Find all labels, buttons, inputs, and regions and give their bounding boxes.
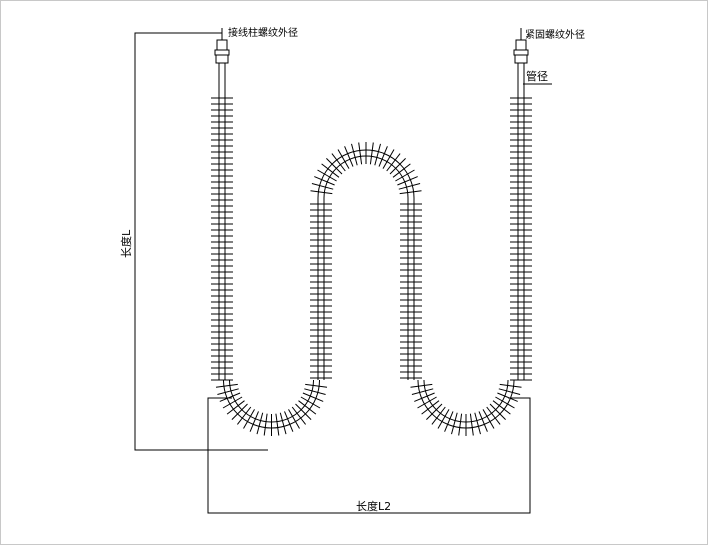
fin: [295, 403, 312, 420]
fin: [215, 383, 238, 388]
fin: [217, 388, 239, 395]
fin: [358, 142, 363, 165]
fin: [243, 409, 255, 429]
left-terminal-label: 接线柱螺纹外径: [228, 26, 298, 39]
fin: [326, 158, 343, 175]
fins: [211, 97, 532, 436]
fin: [279, 412, 287, 435]
fin: [314, 176, 335, 186]
length-l1-dimension-line: [134, 32, 268, 451]
fin: [256, 412, 264, 435]
fin: [275, 413, 280, 436]
fin: [344, 146, 354, 167]
fin: [497, 392, 518, 402]
fin: [458, 413, 463, 436]
tube-diameter-label: 管径: [526, 69, 548, 83]
length-l2-dimension-line: [207, 397, 531, 514]
fin: [305, 383, 328, 388]
fin: [374, 143, 381, 166]
right-terminal-label: 紧固螺纹外径: [525, 28, 585, 41]
fin: [469, 413, 474, 436]
fin: [397, 176, 418, 186]
fin: [474, 412, 481, 435]
fin: [486, 406, 501, 425]
fin: [421, 400, 440, 415]
fin: [311, 183, 334, 190]
fin: [492, 400, 511, 415]
fin: [417, 396, 437, 409]
fin: [495, 396, 515, 409]
fin: [498, 388, 521, 395]
fin: [482, 409, 495, 429]
fin: [351, 143, 358, 166]
fin: [414, 392, 435, 402]
fin: [399, 190, 422, 195]
fin: [321, 163, 340, 178]
fin: [231, 403, 248, 420]
fin: [444, 411, 454, 432]
fin: [499, 383, 522, 388]
fin: [222, 396, 243, 409]
heating-tube: [218, 92, 525, 429]
fin: [411, 388, 434, 395]
fin: [398, 183, 421, 190]
fin: [431, 406, 446, 425]
fin: [300, 396, 321, 409]
length-l2-label: 长度L2: [356, 499, 391, 513]
length-l1-label: 长度L: [119, 229, 133, 258]
fin: [237, 406, 252, 425]
fin: [389, 158, 406, 175]
fin: [478, 411, 488, 432]
fin: [219, 392, 241, 402]
fin: [263, 413, 268, 436]
fin: [489, 403, 506, 420]
right-terminal: [513, 28, 529, 92]
fin: [317, 169, 337, 182]
fin: [378, 146, 388, 167]
fin: [304, 388, 326, 395]
fin: [410, 383, 433, 388]
fin: [288, 409, 300, 429]
left-terminal: [214, 28, 230, 92]
fin: [310, 190, 333, 195]
fin: [337, 149, 350, 169]
fin: [451, 412, 458, 435]
fin: [302, 392, 324, 402]
fin: [249, 411, 259, 432]
fin: [437, 409, 450, 429]
dimension-lines: [134, 32, 552, 514]
fin: [395, 169, 415, 182]
fin: [331, 153, 346, 172]
fin: [369, 142, 374, 165]
fin: [291, 406, 306, 425]
fin: [386, 153, 401, 172]
fin: [382, 149, 395, 169]
fin: [298, 400, 317, 415]
fin: [426, 403, 443, 420]
fin: [226, 400, 245, 415]
fin: [284, 411, 294, 432]
fin: [392, 163, 411, 178]
